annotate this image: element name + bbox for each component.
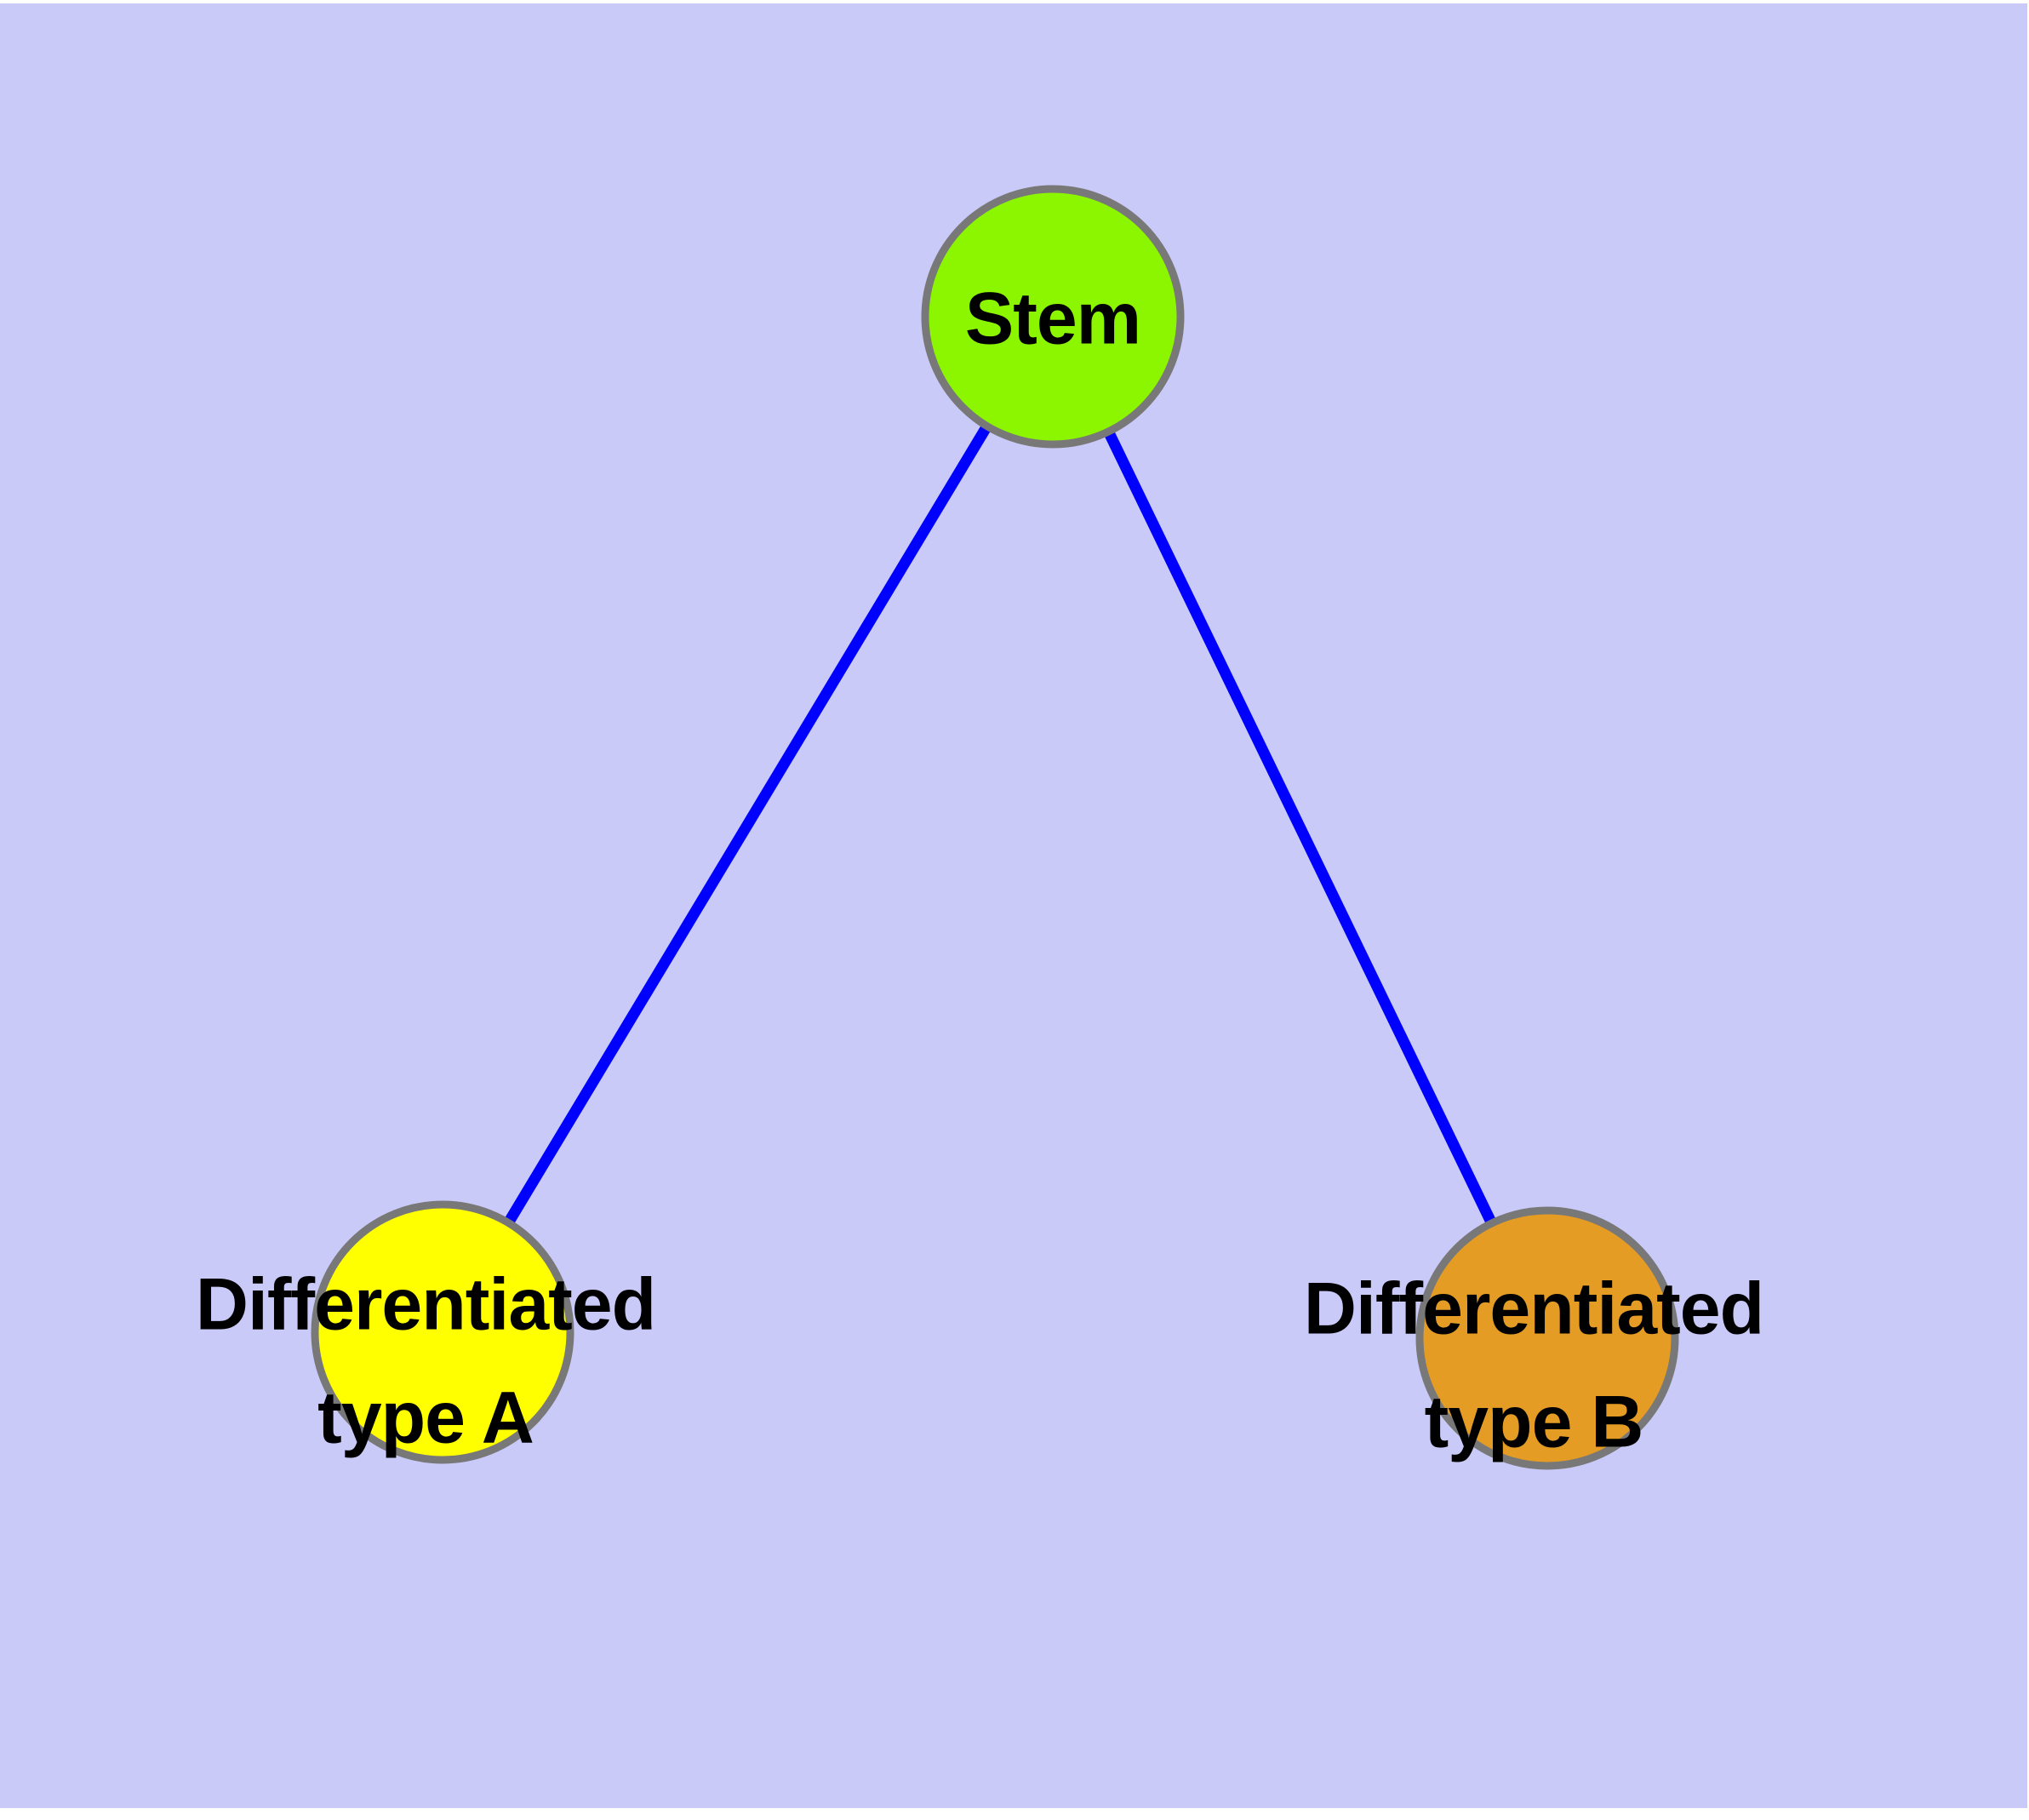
node-stem-circle: [921, 185, 1185, 449]
edge-stem-to-type-b: [1048, 314, 1552, 1341]
node-type-a-label: Differentiated type A: [195, 1263, 656, 1459]
edge-stem-to-type-a: [437, 313, 1058, 1336]
node-type-b-label: Differentiated type B: [1303, 1268, 1764, 1463]
node-stem-label: Stem: [964, 278, 1141, 360]
node-type-b-circle: [1415, 1206, 1679, 1470]
node-type-a-circle: [311, 1200, 574, 1464]
